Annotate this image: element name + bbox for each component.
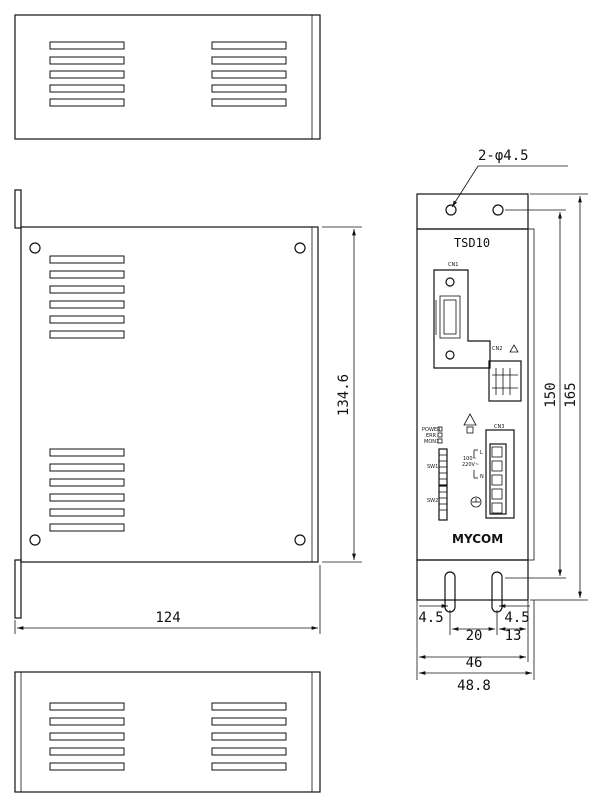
voltage-top-label: 100~ [463,456,477,462]
voltage-bottom-label: 220V~ [462,462,479,468]
dim-height-side: 134.6 [322,226,362,563]
warning-icon [509,344,519,353]
led-mon-label: MON1 [424,439,439,445]
mount-hole-icon [29,534,41,546]
sw1-switch: SW1 [427,448,448,486]
cn2-connector: CN2 [488,344,522,402]
dim-label: 13 [505,628,522,644]
bottom-vent-left [49,702,125,771]
bottom-view [14,671,321,793]
mount-hole-icon [294,242,306,254]
indicator-block [466,426,474,434]
cn3-connector: CN3 100~ 220V~ L N [462,413,515,519]
side-view: 134.6 124 [14,189,362,634]
brand-logo: MYCOM [452,532,503,546]
top-view [14,14,321,140]
mount-hole-icon [492,204,504,216]
model-label: TSD10 [454,236,490,250]
dim-bottom-set: 4.5 20 4.5 13 46 48.8 [416,600,535,694]
dim-label: 134.6 [336,374,352,416]
warning-icon [463,413,477,426]
mount-hole-icon [29,242,41,254]
sw2-label: SW2 [427,498,438,504]
dim-hole-callout: 2-φ4.5 [451,148,568,208]
cn2-label: CN2 [492,346,502,352]
side-vent-lower [49,448,125,532]
dim-label: 4.5 [504,610,529,626]
front-view: TSD10 CN1 CN2 POWER ERR MON1 [416,148,588,694]
dim-label: 20 [466,628,483,644]
terminal-n-label: N [480,474,484,480]
sw1-label: SW1 [427,464,438,470]
mount-hole-icon [445,204,457,216]
cn1-connector: CN1 [433,262,491,369]
dim-height-outer: 165 [530,193,588,601]
dim-label: 150 [543,382,559,407]
mount-hole-icon [294,534,306,546]
dim-label: 165 [563,382,579,407]
dim-label: 46 [466,655,483,671]
dim-label: 48.8 [457,678,491,694]
cn1-label: CN1 [448,262,458,268]
status-leds: POWER ERR MON1 [422,426,443,445]
dim-label: 2-φ4.5 [478,148,529,164]
side-vent-upper [49,255,125,339]
cn3-label: CN3 [494,424,504,430]
led-err-label: ERR [426,433,437,439]
dim-label: 4.5 [418,610,443,626]
sw2-switch: SW2 [427,485,448,521]
top-vent-right [211,41,287,107]
bottom-vent-right [211,702,287,771]
dim-label: 124 [155,610,180,626]
top-vent-left [49,41,125,107]
ground-icon [470,496,482,508]
terminal-l-label: L [480,450,483,456]
led-power-label: POWER [422,427,441,433]
dim-width-side: 124 [14,565,321,634]
dim-height-inner: 150 [505,209,566,579]
